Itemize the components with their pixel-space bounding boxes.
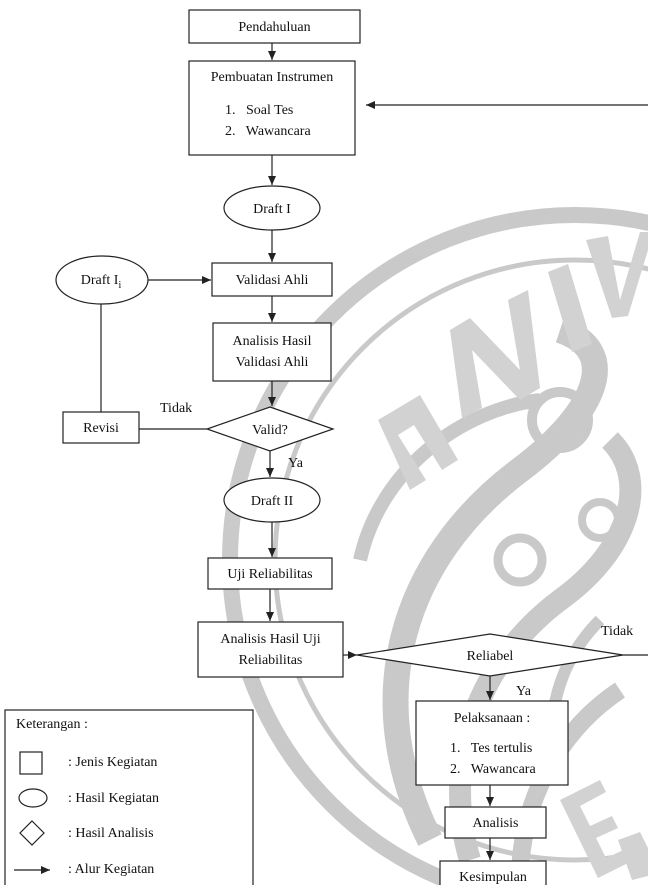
pelaksanaan-item-wawancara: 2. Wawancara bbox=[450, 762, 536, 777]
analisis-validasi-box bbox=[212, 322, 332, 382]
analisis-uji-line1: Analisis Hasil Uji bbox=[220, 632, 320, 647]
pembuatan-item-wawancara: 2. Wawancara bbox=[225, 124, 311, 139]
ellipse-icon bbox=[18, 788, 48, 808]
valid-decision-label: Valid? bbox=[252, 423, 288, 438]
draft2-label: Draft II bbox=[251, 494, 294, 509]
watermark-seal bbox=[222, 207, 648, 885]
pendahuluan-label: Pendahuluan bbox=[238, 20, 310, 35]
revisi-box bbox=[62, 411, 140, 444]
reliabel-decision-label: Reliabel bbox=[467, 649, 514, 664]
analisis-uji-box bbox=[197, 621, 344, 678]
legend-title: Keterangan : bbox=[16, 717, 88, 732]
draft1i-sub: i bbox=[118, 280, 121, 291]
tidak-valid-label: Tidak bbox=[160, 401, 192, 416]
analisis-validasi-line2: Validasi Ahli bbox=[236, 355, 309, 370]
pembuatan-item-soal-tes: 1. Soal Tes bbox=[225, 103, 293, 118]
diamond-icon bbox=[19, 820, 45, 846]
legend: Keterangan : : Jenis Kegiatan : Hasil Ke… bbox=[4, 709, 254, 885]
kesimpulan-label: Kesimpulan bbox=[459, 870, 527, 885]
draft1i-base: Draft I bbox=[81, 273, 119, 288]
analisis-validasi-line1: Analisis Hasil bbox=[233, 334, 312, 349]
rectangle-icon bbox=[19, 751, 43, 775]
ya-reliabel-label: Ya bbox=[516, 684, 532, 699]
analisis-box bbox=[444, 806, 547, 839]
pelaksanaan-item-tes: 1. Tes tertulis bbox=[450, 741, 532, 756]
legend-item-hasil-analisis: : Hasil Analisis bbox=[68, 826, 154, 841]
legend-item-jenis-kegiatan: : Jenis Kegiatan bbox=[68, 755, 157, 770]
draft1-label: Draft I bbox=[253, 202, 291, 217]
legend-item-hasil-kegiatan: : Hasil Kegiatan bbox=[68, 791, 159, 806]
uji-reliabilitas-box bbox=[207, 557, 333, 590]
analisis-uji-line2: Reliabilitas bbox=[239, 653, 303, 668]
ya-valid-label: Ya bbox=[288, 456, 304, 471]
kesimpulan-box bbox=[439, 860, 547, 885]
uji-reliabilitas-label: Uji Reliabilitas bbox=[227, 567, 312, 582]
revisi-label: Revisi bbox=[83, 421, 119, 436]
analisis-label: Analisis bbox=[473, 816, 519, 831]
tidak-reliabel-label: Tidak bbox=[601, 624, 633, 639]
legend-item-alur-kegiatan: : Alur Kegiatan bbox=[68, 862, 154, 877]
validasi-ahli-label: Validasi Ahli bbox=[236, 273, 309, 288]
pendahuluan-box bbox=[188, 9, 361, 44]
pelaksanaan-box bbox=[415, 700, 569, 786]
validasi-ahli-box bbox=[211, 262, 333, 297]
pembuatan-instrumen-title: Pembuatan Instrumen bbox=[211, 70, 333, 85]
draft1i-label: Draft Ii bbox=[81, 273, 122, 291]
pelaksanaan-title: Pelaksanaan : bbox=[454, 711, 531, 726]
